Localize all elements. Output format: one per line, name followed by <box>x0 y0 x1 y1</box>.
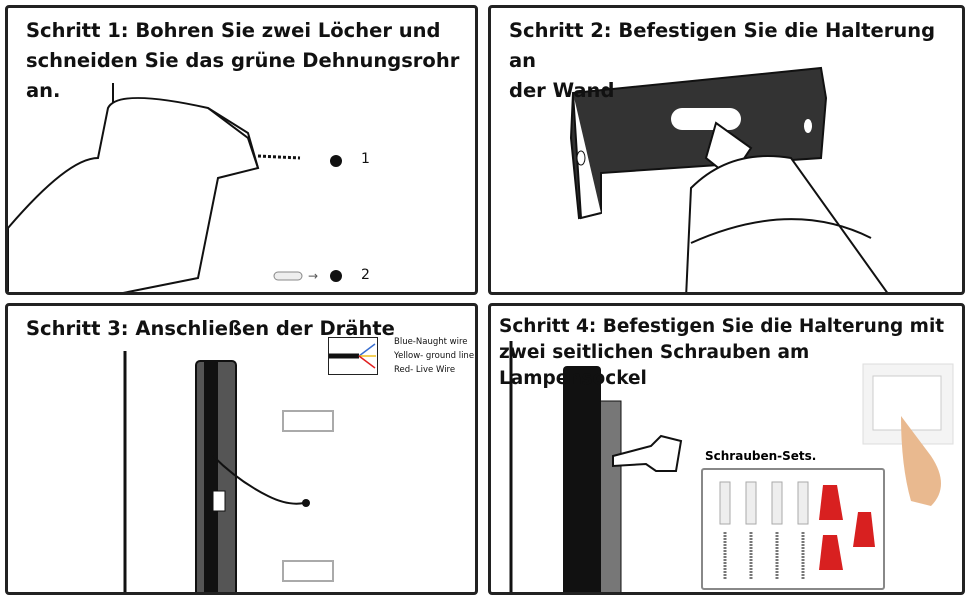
legend-red: Red- Live Wire <box>394 365 456 375</box>
hole-label-1: 1 <box>361 151 370 167</box>
wiring-illustration <box>123 351 334 592</box>
legend-yellow: Yellow- ground line <box>394 351 475 361</box>
step-3-title: Schritt 3: Anschließen der Drähte <box>26 317 395 340</box>
step-4-panel: Schritt 4: Befestigen Sie die Halterung … <box>488 303 965 595</box>
screw-sets-label: Schrauben-Sets. <box>705 449 817 463</box>
screws-and-connectors-icon <box>719 481 875 580</box>
screw-sets-box <box>701 468 885 590</box>
hole-label-2: 2 <box>361 267 370 283</box>
step-2-panel: Schritt 2: Befestigen Sie die Halterung … <box>488 5 965 295</box>
wire-legend-box <box>328 337 378 375</box>
drill-illustration: → <box>8 83 342 292</box>
legend-blue: Blue-Naught wire <box>394 337 468 347</box>
step-1-title: Schritt 1: Bohren Sie zwei Löcher und sc… <box>26 19 460 102</box>
step-3-panel: Schritt 3: Anschließen der Drähte Blue-N… <box>5 303 478 595</box>
bracket-illustration <box>569 66 888 292</box>
step-1-panel: → Schritt 1: Bohren Sie zwei Löcher und … <box>5 5 478 295</box>
svg-text:→: → <box>308 269 318 283</box>
step-4-title: Schritt 4: Befestigen Sie die Halterung … <box>499 316 945 389</box>
mounting-illustration <box>509 341 954 592</box>
step-2-title: Schritt 2: Befestigen Sie die Halterung … <box>509 19 936 102</box>
wire-icon <box>329 343 376 369</box>
